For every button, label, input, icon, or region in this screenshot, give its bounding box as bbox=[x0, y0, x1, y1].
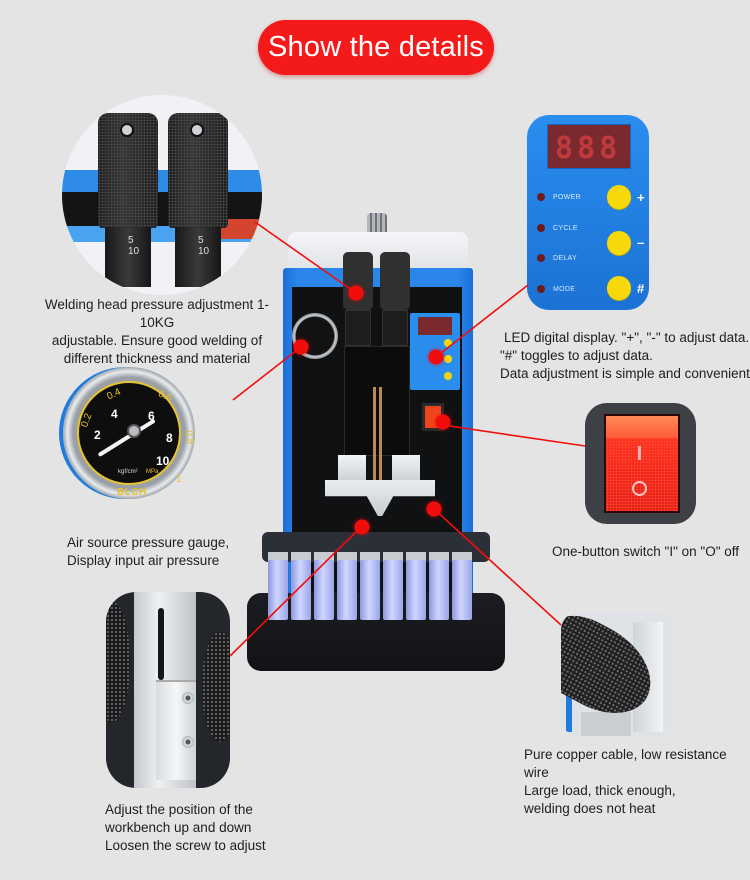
gauge-outer-label: 1 bbox=[176, 474, 182, 485]
workbench-detail-image bbox=[106, 592, 230, 788]
caption-line: Pure copper cable, low resistance wire bbox=[524, 747, 727, 780]
led-digital-display: 888 bbox=[547, 124, 631, 169]
gauge-outer-label: 0.8 bbox=[182, 429, 196, 446]
caption-line: Large load, thick enough, bbox=[524, 783, 676, 798]
section-title: Show the details bbox=[268, 31, 484, 63]
knob-sleeve-right bbox=[382, 310, 408, 346]
battery-cell bbox=[314, 560, 334, 620]
knob-sleeve-left bbox=[345, 310, 371, 346]
caption-line: Welding head pressure adjustment 1-10KG bbox=[44, 297, 270, 330]
plus-button bbox=[607, 185, 631, 209]
callout-dot-cable bbox=[426, 501, 442, 517]
knurled-knob-left bbox=[98, 113, 158, 228]
gauge-tick-label: 2 bbox=[94, 428, 101, 442]
battery-cell bbox=[360, 560, 380, 620]
caption-line: workbench up and down bbox=[105, 820, 252, 835]
caption-line: Loosen the screw to adjust bbox=[105, 838, 266, 853]
welding-head-caption: Welding head pressure adjustment 1-10KG … bbox=[32, 296, 282, 368]
gauge-tick-label: 4 bbox=[111, 407, 118, 421]
switch-off-symbol-icon bbox=[632, 481, 647, 496]
welding-needle-right bbox=[379, 387, 382, 507]
gauge-tick-label: 10 bbox=[156, 454, 170, 468]
gauge-tick-label: 8 bbox=[166, 431, 173, 445]
battery-cell bbox=[268, 560, 288, 620]
minus-symbol: – bbox=[637, 235, 645, 250]
indicator-led-icon bbox=[537, 285, 545, 293]
caption-line: welding does not heat bbox=[524, 801, 656, 816]
adjust-slot bbox=[158, 608, 164, 680]
copper-cable-detail-image bbox=[561, 612, 674, 736]
indicator-led-icon bbox=[537, 254, 545, 262]
battery-pack bbox=[268, 560, 472, 620]
knurled-knob-right bbox=[168, 113, 228, 228]
minus-button bbox=[607, 231, 631, 255]
rocker-switch-top bbox=[606, 416, 678, 438]
caption-line: different thickness and material bbox=[63, 351, 251, 366]
screw-icon bbox=[182, 736, 194, 748]
callout-dot-led-panel bbox=[428, 349, 444, 365]
scale-sleeve-left bbox=[105, 227, 151, 287]
gauge-brand-logo: BLCH bbox=[117, 487, 147, 498]
cable-terminal-block bbox=[581, 712, 631, 736]
hash-symbol: # bbox=[637, 281, 645, 296]
caption-line: LED digital display. "+", "-" to adjust … bbox=[504, 330, 750, 345]
screw-icon bbox=[182, 692, 194, 704]
caption-line: Air source pressure gauge, bbox=[67, 535, 230, 550]
caption-line: "#" toggles to adjust data. bbox=[500, 348, 653, 363]
indicator-led-icon bbox=[537, 193, 545, 201]
caption-line: Data adjustment is simple and convenient bbox=[500, 366, 750, 381]
battery-cell bbox=[383, 560, 403, 620]
callout-dot-gauge bbox=[293, 339, 309, 355]
indicator-led-icon bbox=[537, 224, 545, 232]
machine-top-cover bbox=[288, 232, 468, 272]
hash-button bbox=[607, 276, 631, 300]
clamp-block-left bbox=[338, 455, 366, 483]
caption-line: Display input air pressure bbox=[67, 553, 220, 568]
led-panel-detail-image: 888 POWER CYCLE DELAY MODE + – # bbox=[527, 115, 649, 310]
machine-minus-button bbox=[444, 355, 452, 363]
caption-line: Adjust the position of the bbox=[105, 802, 253, 817]
braided-cable bbox=[202, 632, 230, 742]
scale-sleeve-right bbox=[175, 227, 221, 287]
battery-cell bbox=[337, 560, 357, 620]
welding-needle-left bbox=[373, 387, 376, 507]
callout-dot-switch bbox=[435, 414, 451, 430]
caption-line: adjustable. Ensure good welding of bbox=[51, 333, 263, 348]
display-value: 888 bbox=[555, 131, 622, 166]
plus-symbol: + bbox=[637, 190, 645, 205]
pressure-knob-left bbox=[343, 252, 373, 310]
battery-cell bbox=[429, 560, 449, 620]
callout-dot-workbench bbox=[354, 519, 370, 535]
machine-plus-button bbox=[444, 339, 452, 347]
gauge-hub bbox=[127, 424, 141, 438]
indicator-delay: DELAY bbox=[537, 254, 577, 262]
gauge-tick-label: 6 bbox=[148, 409, 155, 423]
section-title-banner: Show the details bbox=[258, 20, 494, 75]
copper-cable-caption: Pure copper cable, low resistance wire L… bbox=[524, 746, 750, 818]
power-switch-caption: One-button switch "I" on "O" off bbox=[552, 543, 750, 561]
indicator-cycle: CYCLE bbox=[537, 224, 578, 232]
indicator-mode: MODE bbox=[537, 285, 575, 293]
caption-line: One-button switch "I" on "O" off bbox=[552, 544, 740, 559]
machine-led-display bbox=[418, 317, 452, 335]
led-display-caption: LED digital display. "+", "-" to adjust … bbox=[500, 329, 750, 383]
welding-head-block bbox=[344, 346, 410, 456]
battery-cell bbox=[452, 560, 472, 620]
battery-cell bbox=[291, 560, 311, 620]
switch-on-symbol-icon bbox=[638, 446, 641, 460]
clamp-block-right bbox=[392, 455, 420, 483]
battery-cell bbox=[406, 560, 426, 620]
indicator-power: POWER bbox=[537, 193, 581, 201]
gauge-unit-mpa: MPa bbox=[146, 469, 159, 475]
gauge-unit-kgf: kgf/cm² bbox=[118, 469, 138, 475]
workbench-caption: Adjust the position of the workbench up … bbox=[105, 801, 305, 855]
pressure-gauge-caption: Air source pressure gauge, Display input… bbox=[67, 534, 267, 570]
braided-cable bbox=[106, 602, 130, 722]
pressure-knob-right bbox=[380, 252, 410, 310]
machine-hash-button bbox=[444, 372, 452, 380]
callout-dot-welding-head bbox=[348, 285, 364, 301]
